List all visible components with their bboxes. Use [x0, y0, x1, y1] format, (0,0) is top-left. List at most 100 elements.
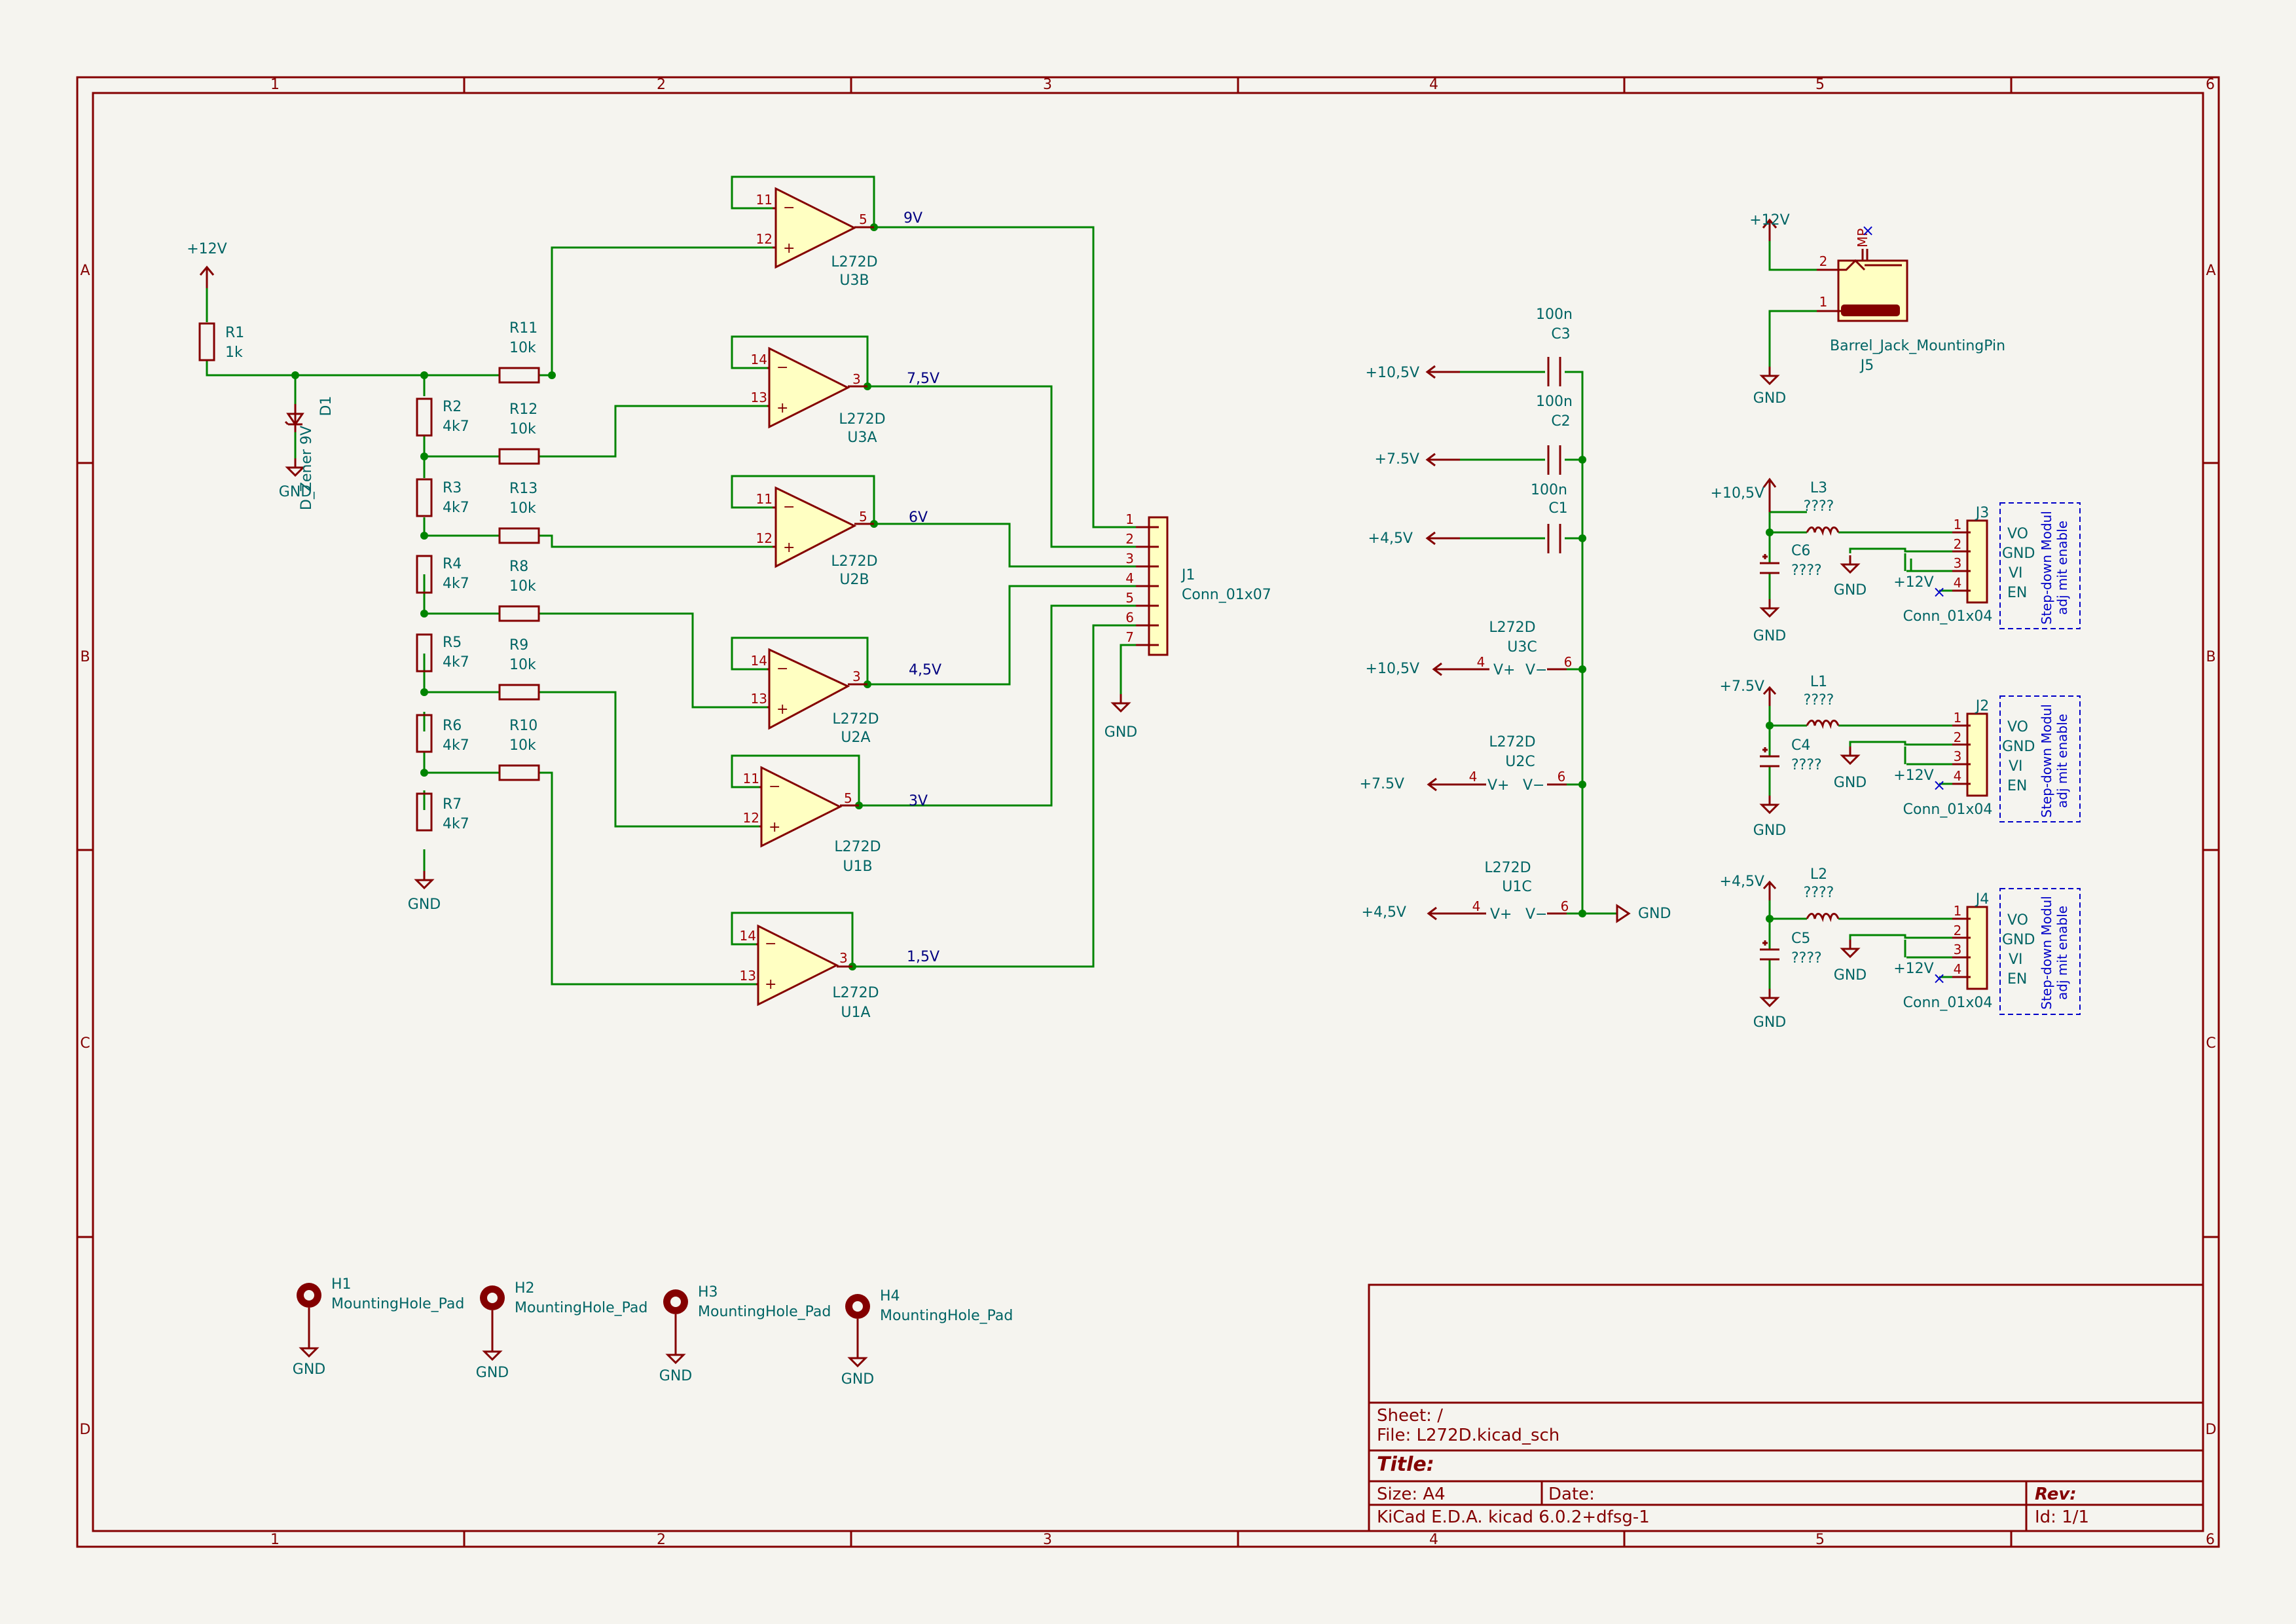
capacitor-value: ???? — [1791, 757, 1822, 773]
module-en: EN — [2007, 971, 2027, 987]
inductor-value: ???? — [1804, 692, 1834, 709]
component-value: 4k7 — [443, 418, 469, 435]
module-note-line2: adj mit enable — [2054, 714, 2070, 808]
module-j3: +10,5V L3 ???? C6 ???? GND GND +12V × 1 … — [1711, 478, 2081, 644]
col-2-bottom: 2 — [657, 1532, 666, 1548]
component-value: Conn_01x04 — [1903, 802, 1993, 818]
pin-label: 3 — [1954, 555, 1962, 571]
component-value: 4k7 — [443, 500, 469, 516]
pin-label: 11 — [743, 771, 759, 786]
row-b-right: B — [2206, 649, 2215, 665]
component-ref: J3 — [1975, 505, 1990, 521]
component-value: L272D — [1489, 734, 1535, 750]
row-d-left: D — [80, 1422, 91, 1438]
col-3-bottom: 3 — [1043, 1532, 1052, 1548]
component-value: Barrel_Jack_MountingPin — [1830, 338, 2005, 354]
net-label: 1,5V — [907, 949, 939, 965]
component-value: L272D — [1489, 619, 1535, 636]
pin-label: 2 — [1125, 531, 1134, 547]
component-ref: R4 — [443, 556, 462, 572]
component-value: L272D — [1484, 860, 1531, 876]
row-b-left: B — [80, 649, 90, 665]
inductor-ref: L1 — [1810, 674, 1827, 690]
component-value: MountingHole_Pad — [515, 1300, 647, 1316]
component-ref: U3A — [847, 430, 877, 446]
power-label: +7.5V — [1360, 776, 1404, 792]
pin-label: 12 — [756, 530, 773, 546]
component-value: 10k — [509, 421, 536, 437]
component-value: 100n — [1536, 306, 1573, 323]
capacitor-ref: C4 — [1791, 737, 1810, 754]
component-value: 4k7 — [443, 816, 469, 832]
opamp-power-u1c: +4,5V 4 V+ V− 6 L272D U1C GND — [1362, 860, 1671, 923]
module-en: EN — [2007, 778, 2027, 794]
resistor-r2: R2 4k7 — [416, 397, 469, 437]
pin-label: 5 — [844, 790, 852, 806]
net-label: 6V — [909, 509, 928, 526]
pin-label: 14 — [740, 928, 756, 944]
gnd-label: GND — [1753, 822, 1786, 839]
svg-text:+: + — [783, 540, 795, 556]
sheet-frame — [76, 76, 2220, 1548]
svg-text:−: − — [776, 661, 788, 677]
pin-label: 1 — [1819, 294, 1828, 310]
component-ref: R10 — [509, 718, 538, 734]
pin-label: 4 — [1477, 654, 1485, 670]
pin-label: 7 — [1125, 629, 1134, 645]
pin-label: 4 — [1469, 769, 1478, 784]
component-value: 100n — [1536, 394, 1573, 410]
mounting-hole-h1: GND H1 MountingHole_Pad — [293, 1276, 465, 1378]
col-1-bottom: 1 — [270, 1532, 280, 1548]
vminus-label: V− — [1525, 906, 1547, 923]
pin-label: 6 — [1564, 654, 1573, 670]
capacitor-c2: 100n C2 — [1536, 394, 1573, 475]
component-ref: R7 — [443, 796, 462, 813]
opamp-u2a: − + 14 13 3 L272D U2A 4,5V — [751, 648, 941, 746]
pin-label: 1 — [1954, 710, 1962, 726]
component-value: MountingHole_Pad — [698, 1304, 831, 1320]
svg-text:+: + — [776, 400, 788, 416]
net-label: 7,5V — [907, 371, 939, 387]
module-note-line1: Step-down Modul — [2039, 704, 2054, 818]
mounting-hole-h4: GND H4 MountingHole_Pad — [841, 1288, 1013, 1388]
component-value: 100n — [1531, 482, 1567, 498]
gnd-label: GND — [659, 1368, 692, 1384]
gnd-label: GND — [1638, 906, 1671, 922]
col-3-top: 3 — [1043, 77, 1052, 93]
no-connect-icon: × — [1933, 969, 1946, 987]
pin-label: 3 — [852, 371, 861, 387]
component-ref: H4 — [880, 1288, 900, 1304]
opamp-power-u2c: +7.5V 4 V+ V− 6 L272D U2C — [1360, 734, 1567, 794]
resistor-r1: R1 1k — [198, 322, 244, 361]
module-gnd: GND — [2002, 932, 2035, 948]
pin-label: 4 — [1954, 961, 1962, 977]
module-vo: VO — [2007, 526, 2028, 542]
col-2-top: 2 — [657, 77, 666, 93]
junction-dots-middle — [1578, 456, 1586, 917]
pin-label: 5 — [859, 212, 867, 227]
no-connect-icon: × — [1933, 583, 1946, 601]
power-12v-left: +12V — [187, 241, 227, 289]
barrel-jack-j5: +12V GND 2 1 MP × Barrel_Jack_MountingPi… — [1749, 212, 2005, 407]
power-label: +10,5V — [1366, 661, 1419, 677]
resistor-r5: R5 4k7 — [416, 633, 469, 673]
component-ref: U1A — [841, 1005, 870, 1021]
resistor-r8: R8 10k — [498, 559, 540, 622]
gnd-label: GND — [293, 1361, 325, 1378]
resistor-r6: R6 4k7 — [416, 714, 469, 754]
col-5-top: 5 — [1815, 77, 1825, 93]
component-ref: J1 — [1180, 567, 1195, 583]
pin-label: 6 — [1561, 898, 1569, 914]
pin-label: 3 — [839, 950, 848, 966]
pin-label: 4 — [1954, 575, 1962, 591]
power-label: +12V — [1893, 574, 1933, 591]
power-label: +4,5V — [1368, 530, 1413, 547]
vminus-label: V− — [1525, 662, 1547, 678]
pin-label: 6 — [1125, 610, 1134, 625]
component-ref: R2 — [443, 399, 462, 415]
inductor-ref: L2 — [1810, 866, 1827, 883]
pin-label: 5 — [859, 509, 867, 525]
row-labels: A B C D A B C D — [80, 263, 2217, 1438]
row-d-right: D — [2206, 1422, 2217, 1438]
